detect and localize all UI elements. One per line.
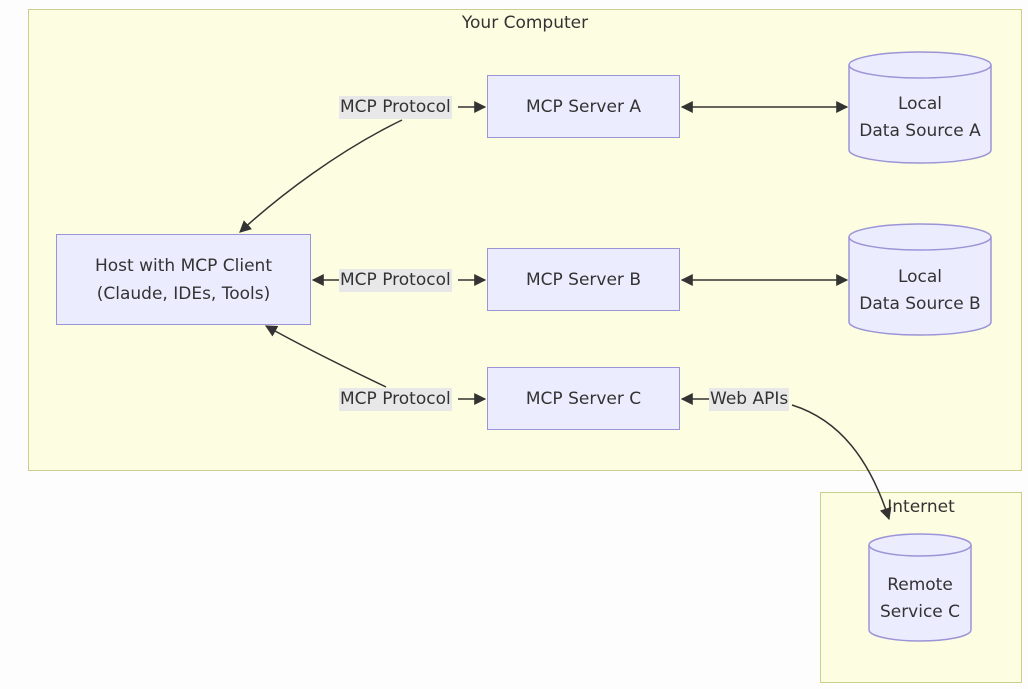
edge-label-mcp-protocol-c: MCP Protocol [339,388,452,411]
node-server-a-label: MCP Server A [526,96,641,117]
database-icon-remote-service-c [868,533,972,642]
node-remote-service-c-line1: Remote [887,575,953,595]
node-local-data-source-b[interactable]: Local Data Source B [849,264,991,318]
node-host-line1: Host with MCP Client [95,255,272,276]
node-remote-service-c-line2: Service C [879,602,961,622]
edge-label-mcp-protocol-b: MCP Protocol [339,269,452,292]
subgraph-title-internet: Internet [887,497,955,517]
node-mcp-server-c[interactable]: MCP Server C [487,367,680,430]
node-server-b-label: MCP Server B [525,269,641,290]
node-local-data-source-a[interactable]: Local Data Source A [849,91,991,145]
node-data-source-b-line1: Local [897,267,943,287]
database-icon-data-source-b [848,223,992,336]
node-data-source-b-line2: Data Source B [859,294,981,314]
node-data-source-a-line1: Local [897,94,943,114]
node-server-c-label: MCP Server C [525,388,642,409]
node-host-with-mcp-client[interactable]: Host with MCP Client (Claude, IDEs, Tool… [56,234,311,325]
node-data-source-a-line2: Data Source A [859,121,981,141]
subgraph-title-your-computer: Your Computer [461,13,589,33]
subgraph-internet: Internet [820,492,1022,683]
node-mcp-server-b[interactable]: MCP Server B [487,248,680,311]
node-remote-service-c[interactable]: Remote Service C [869,572,971,626]
edge-label-mcp-protocol-a: MCP Protocol [339,96,452,119]
node-host-line2: (Claude, IDEs, Tools) [96,283,271,304]
edge-label-web-apis: Web APIs [709,388,790,411]
database-icon-data-source-a [848,51,992,164]
node-mcp-server-a[interactable]: MCP Server A [487,75,680,138]
